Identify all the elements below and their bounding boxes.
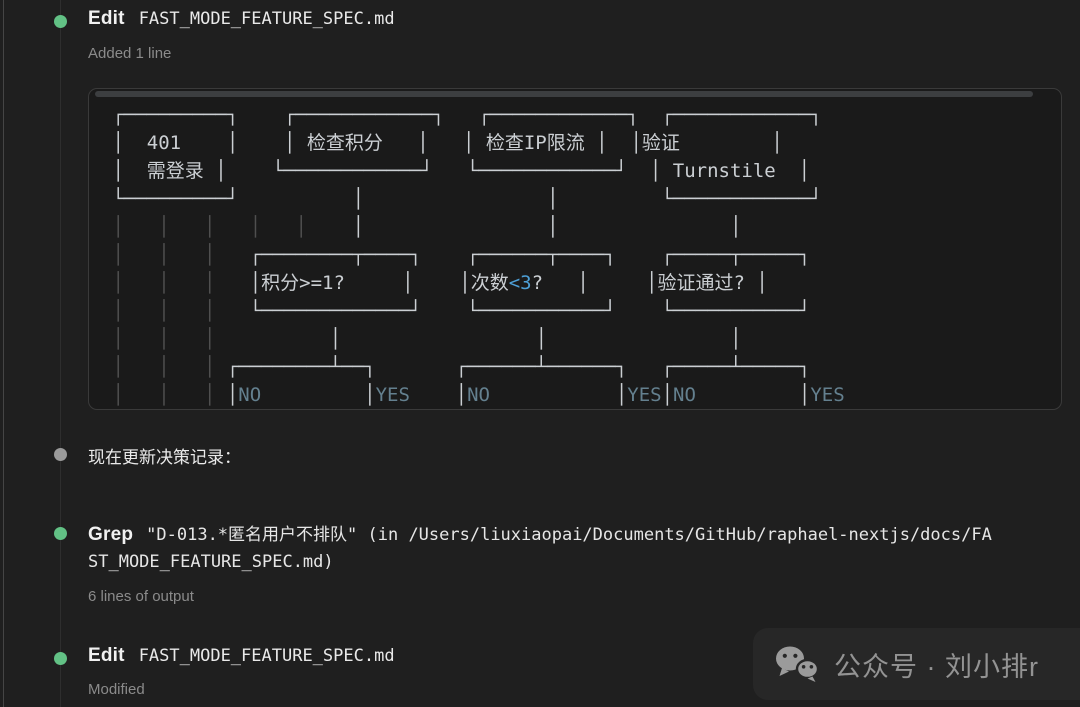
tool-result-summary: Modified xyxy=(88,681,145,698)
horizontal-scrollbar-thumb[interactable] xyxy=(95,91,1033,97)
timeline-line xyxy=(60,0,61,707)
tool-name: Edit xyxy=(88,8,125,29)
tool-result-summary: 6 lines of output xyxy=(88,588,194,605)
assistant-message-text: 现在更新决策记录： xyxy=(88,448,241,467)
tool-result-summary: Added 1 line xyxy=(88,45,172,62)
tool-arg-filename: FAST_MODE_FEATURE_SPEC.md xyxy=(138,646,395,666)
tool-name: Grep xyxy=(88,524,134,545)
tool-name: Edit xyxy=(88,645,125,666)
tool-status-bullet xyxy=(54,15,67,28)
message-bullet xyxy=(54,448,67,461)
ascii-flowchart: ┌─────────┐ ┌────────────┐ ┌────────────… xyxy=(112,104,845,406)
window-edge-line xyxy=(3,0,4,707)
wechat-watermark: 公众号 · 刘小排r xyxy=(753,628,1080,700)
tool-status-bullet xyxy=(54,527,67,540)
grep-command: "D-013.*匿名用户不排队" (in /Users/liuxiaopai/D… xyxy=(146,525,992,545)
tool-status-bullet xyxy=(54,652,67,665)
diff-preview-block[interactable]: │ │ │ │ │ │ │ │ │ │ │ │ │ │ │ │ │ │ │ │ … xyxy=(88,88,1062,410)
grep-command-continuation: ST_MODE_FEATURE_SPEC.md) xyxy=(88,552,334,572)
ascii-flowchart-dim-guides: │ │ │ │ │ │ │ │ │ │ │ │ │ │ │ │ │ │ │ │ … xyxy=(112,216,307,406)
tool-arg-filename: FAST_MODE_FEATURE_SPEC.md xyxy=(138,9,395,29)
watermark-text: 公众号 · 刘小排r xyxy=(834,651,1039,682)
wechat-icon xyxy=(776,646,820,682)
